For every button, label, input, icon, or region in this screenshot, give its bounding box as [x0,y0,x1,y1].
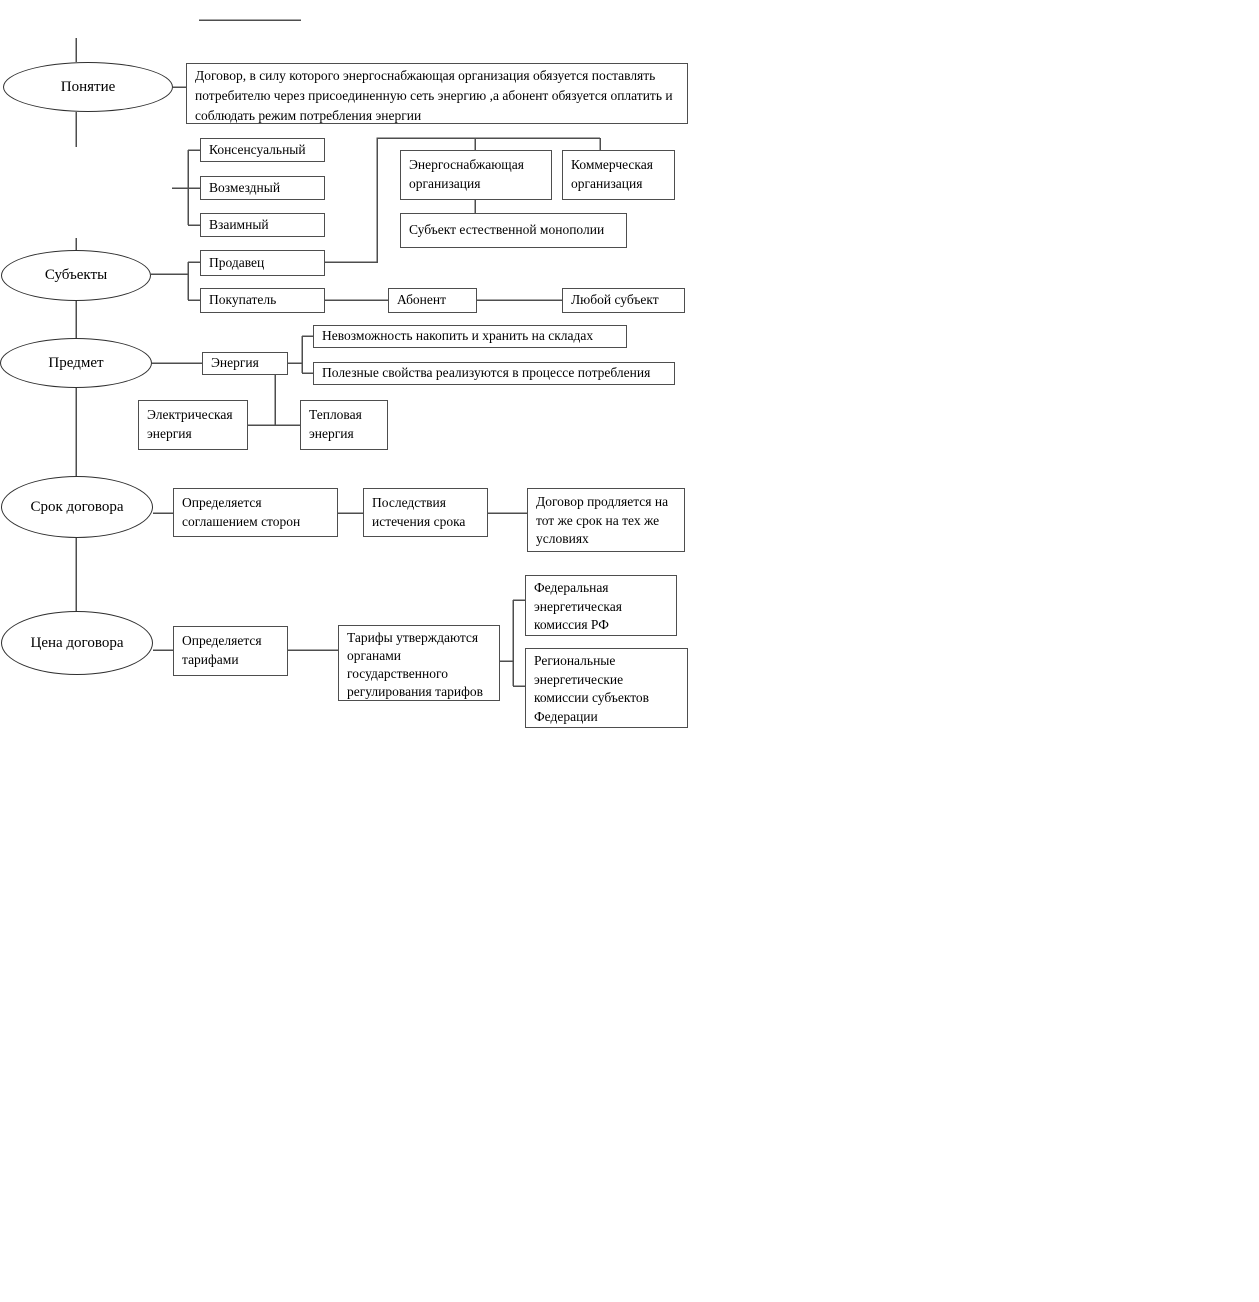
ellipse-cena-dogovora-label: Цена договора [30,634,124,651]
box-federalnaya-komissiya: Федеральная энергетическая комиссия РФ [525,575,677,636]
box-dogovor-prodlyaetsya: Договор продляется на тот же срок на тех… [527,488,685,552]
ellipse-ponyatie: Понятие [3,62,173,112]
box-federalnaya-label: Федеральная энергетическая комиссия РФ [534,580,622,632]
box-energosnab-label: Энергоснабжающая организация [409,157,524,191]
box-regionalnye-komissii: Региональные энергетические комиссии суб… [525,648,688,728]
box-opredelyaetsya-tarifami: Определяется тарифами [173,626,288,676]
box-teplovaya-label: Тепловая энергия [309,407,362,441]
box-opredelyaetsya-soglasheniem: Определяется соглашением сторон [173,488,338,537]
definition-text: Договор, в силу которого энергоснабжающа… [195,68,673,123]
ellipse-subjekty: Субъекты [1,250,151,301]
box-regionalnye-label: Региональные энергетические комиссии суб… [534,653,650,724]
box-nevozmozhnost-nakopit: Невозможность накопить и хранить на скла… [313,325,627,348]
box-teplovaya-energiya: Тепловая энергия [300,400,388,450]
box-prodavec-label: Продавец [209,254,265,270]
box-konsensualny: Консенсуальный [200,138,325,162]
box-kommerch-label: Коммерческая организация [571,157,653,191]
ellipse-srok-dogovora-label: Срок договора [30,498,124,515]
box-prodavec: Продавец [200,250,325,276]
box-vozmezdny-label: Возмездный [209,179,281,195]
box-energosnab-organizaciya: Энергоснабжающая организация [400,150,552,200]
box-nevozmozhnost-label: Невозможность накопить и хранить на скла… [322,328,594,344]
box-posledstviya-istecheniya: Последствия истечения срока [363,488,488,537]
box-energiya: Энергия [202,352,288,375]
box-vzaimny-label: Взаимный [209,216,269,232]
box-elektricheskaya-energiya: Электрическая энергия [138,400,248,450]
box-luboy-subjekt: Любой субъект [562,288,685,313]
box-poleznye-label: Полезные свойства реализуются в процессе… [322,365,651,381]
box-dogovor-prodlyaetsya-label: Договор продляется на тот же срок на тех… [536,494,669,546]
box-tarify-utverzhdayutsya: Тарифы утверждаются органами государстве… [338,625,500,701]
box-subjekt-monopolii-label: Субъект естественной монополии [409,222,605,238]
ellipse-cena-dogovora: Цена договора [1,611,153,675]
box-poleznye-svoystva: Полезные свойства реализуются в процессе… [313,362,675,385]
box-opredelyaetsya-tarifami-label: Определяется тарифами [182,633,262,667]
ellipse-predmet: Предмет [0,338,152,388]
box-opredelyaetsya-soglasheniem-label: Определяется соглашением сторон [182,495,301,529]
box-definition: Договор, в силу которого энергоснабжающа… [186,63,688,124]
box-vozmezdny: Возмездный [200,176,325,200]
box-tarify-label: Тарифы утверждаются органами государстве… [347,630,484,699]
box-energiya-label: Энергия [211,355,259,371]
box-pokupatel-label: Покупатель [209,292,277,308]
box-subjekt-monopolii: Субъект естественной монополии [400,213,627,248]
box-luboy-subjekt-label: Любой субъект [571,292,659,308]
box-vzaimny: Взаимный [200,213,325,237]
ellipse-subjekty-label: Субъекты [44,267,108,283]
ellipse-srok-dogovora: Срок договора [1,476,153,538]
box-abonent-label: Абонент [397,292,447,308]
box-konsensualny-label: Консенсуальный [209,141,306,157]
ellipse-ponyatie-label: Понятие [60,78,116,95]
box-elektricheskaya-label: Электрическая энергия [147,407,233,441]
box-posledstviya-label: Последствия истечения срока [372,495,466,529]
box-kommercheskaya-organizaciya: Коммерческая организация [562,150,675,200]
box-pokupatel: Покупатель [200,288,325,313]
ellipse-predmet-label: Предмет [48,354,104,371]
box-abonent: Абонент [388,288,477,313]
